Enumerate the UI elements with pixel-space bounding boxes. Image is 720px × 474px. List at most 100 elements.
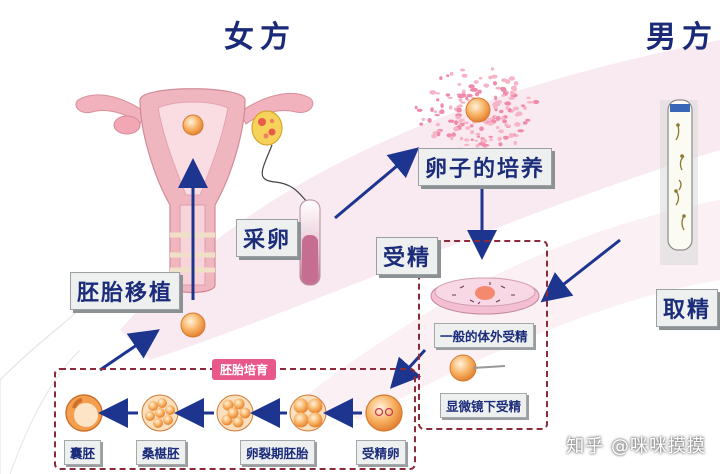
egg-retrieval-tube — [299, 199, 321, 286]
follicle-cell-dot — [488, 75, 493, 80]
follicle-cell-dot — [502, 119, 507, 124]
ivf-standard-label: 一般的体外受精 — [434, 323, 534, 348]
follicle-cell-dot — [510, 91, 515, 96]
follicle-cell-dot — [501, 116, 505, 120]
follicle-cell-dot — [463, 121, 469, 125]
follicle-cell-dot — [458, 98, 463, 102]
follicle-cell-dot — [465, 96, 469, 100]
egg-culture-label: 卵子的培养 — [418, 148, 553, 186]
follicle-cell-dot — [500, 88, 507, 92]
follicle-cell-dot — [505, 124, 512, 127]
follicle-cell-dot — [474, 139, 478, 142]
follicle-cell-dot — [470, 138, 474, 141]
retrieval-needle-line — [261, 144, 311, 206]
follicle-cell-dot — [491, 74, 498, 79]
follicle-cell-dot — [494, 95, 498, 101]
follicle-cell-dot — [455, 115, 461, 120]
arrow-sperm-to-dish — [540, 238, 621, 303]
arrow-retrieval-to-culture — [334, 147, 420, 220]
stage-cleavage-label: 卵裂期胚胎 — [240, 440, 315, 465]
follicle-cell-dot — [462, 89, 466, 95]
follicle-cell-dot — [431, 133, 437, 139]
follicle-cell-dot — [498, 142, 503, 147]
follicle-cell-dot — [450, 135, 454, 141]
follicle-cell-dot — [464, 138, 470, 142]
follicle-cell-dot — [469, 124, 474, 128]
follicle-cell-dot — [512, 106, 520, 111]
follicle-cell-dot — [470, 130, 474, 135]
follicle-cell-dot — [510, 85, 517, 91]
follicle-cell-dot — [508, 135, 513, 138]
follicle-cell-dot — [517, 129, 524, 133]
petri-dish — [430, 277, 540, 315]
follicle-cell-dot — [522, 121, 528, 125]
follicle-cell-dot — [514, 113, 520, 117]
follicle-cell-dot — [440, 103, 444, 108]
embryo-culture-badge: 胚胎培育 — [212, 359, 277, 380]
follicle-cell-dot — [532, 99, 540, 105]
follicle-cell-dot — [460, 122, 465, 127]
icsi-label: 显微镜下受精 — [440, 393, 528, 418]
watermark: 知乎 @咪咪摸摸 — [566, 436, 706, 457]
arrow-dish-to-embryo — [389, 348, 427, 389]
arrow-blastocyst-to-transfer — [99, 329, 160, 372]
follicle-cell-dot — [503, 91, 507, 94]
follicle-cell-dot — [445, 93, 451, 97]
follicle-cell-dot — [466, 93, 473, 98]
follicle-cell-dot — [504, 101, 511, 106]
follicle-cell-dot — [488, 135, 493, 138]
follicle-cell-dot — [478, 76, 483, 80]
follicle-cell-dot — [483, 144, 490, 147]
follicle-cell-dot — [494, 100, 501, 105]
follicle-cell-dot — [429, 90, 437, 95]
follicle-cell-dot — [523, 106, 527, 111]
follicle-cell-dot — [514, 122, 521, 127]
follicle-cell-dot — [492, 81, 498, 86]
follicle-cell-dot — [473, 80, 479, 84]
follicle-cell-dot — [513, 140, 517, 146]
follicle-cell-dot — [447, 96, 453, 99]
follicle-cell-dot — [436, 131, 441, 137]
follicle-cell-dot — [448, 119, 455, 123]
follicle-cell-dot — [463, 143, 470, 147]
follicle-cell-dot — [459, 136, 463, 141]
follicle-cell-dot — [487, 117, 494, 120]
fertilization-label: 受精 — [376, 237, 439, 275]
follicle-cell-dot — [435, 122, 440, 127]
follicle-cell-dot — [497, 136, 502, 142]
follicle-cell-dot — [430, 107, 434, 113]
follicle-cell-dot — [526, 101, 534, 104]
follicle-cell-dot — [457, 83, 462, 86]
follicle-cell-dot — [433, 110, 437, 114]
embryo-transfer-label: 胚胎移植 — [70, 272, 181, 310]
follicle-cell-dot — [495, 126, 500, 129]
follicle-cell-dot — [475, 92, 479, 97]
follicle-cell-dot — [451, 132, 456, 137]
stage-blastocyst-label: 囊胚 — [64, 440, 102, 465]
follicle-cell-dot — [446, 74, 450, 77]
egg-retrieval-label: 采卵 — [236, 219, 299, 257]
follicle-cell-dot — [495, 86, 501, 90]
follicle-cell-dot — [421, 117, 425, 122]
follicle-cell-dot — [477, 89, 482, 94]
follicle-cell-dot — [449, 105, 453, 110]
sperm-test-tube — [660, 99, 698, 265]
follicle-cell-dot — [480, 138, 488, 144]
follicle-cell-dot — [475, 143, 480, 148]
follicle-cell-dot — [503, 135, 509, 140]
flow-arrows — [98, 147, 621, 428]
sperm-collection-label: 取精 — [656, 289, 719, 327]
follicle-cell-dot — [499, 109, 504, 114]
follicle-cell-dot — [435, 92, 441, 95]
follicle-cell-dot — [483, 83, 490, 88]
follicle-cell-dot — [490, 67, 495, 71]
follicle-cell-dot — [521, 104, 526, 108]
follicle-cell-dot — [458, 120, 463, 123]
follicle-cell-dot — [508, 76, 515, 81]
follicle-cell-dot — [414, 105, 418, 110]
follicle-cell-dot — [493, 105, 498, 110]
follicle-cell-dot — [454, 120, 459, 125]
follicle-cell-dot — [465, 126, 471, 130]
follicle-cell-dot — [525, 118, 531, 122]
